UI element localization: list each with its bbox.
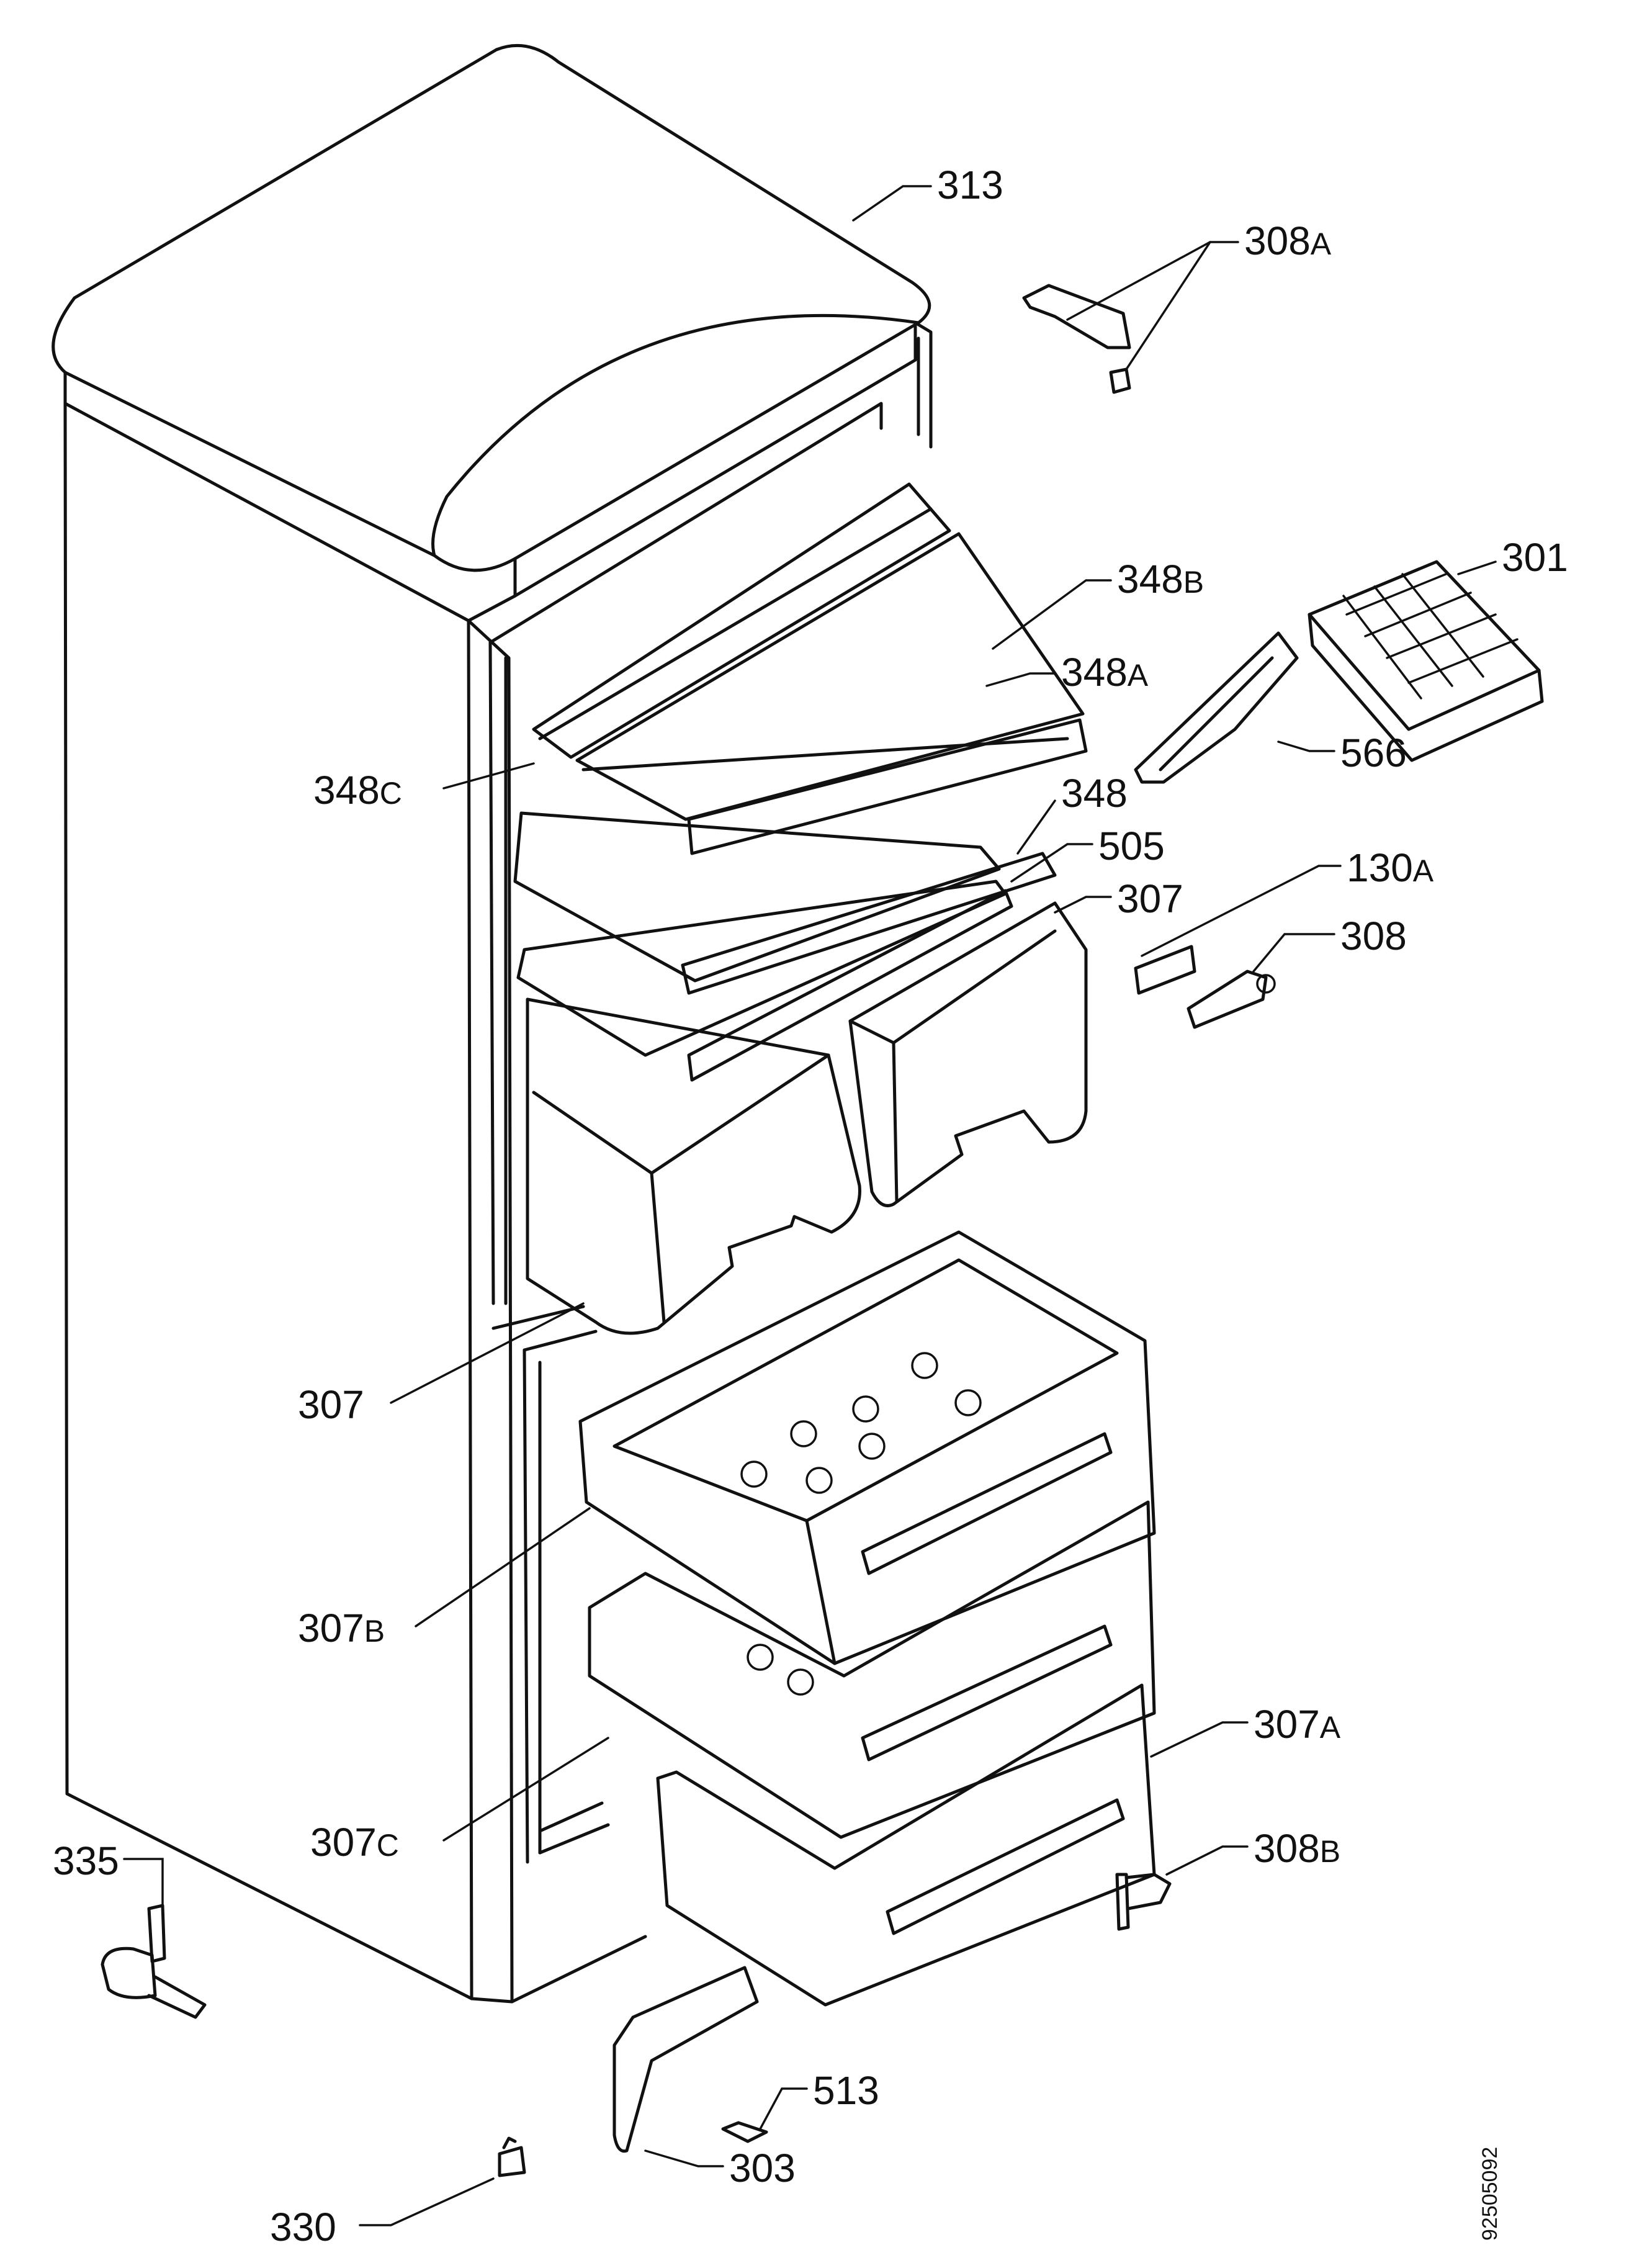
label-307-left: 307	[298, 1382, 364, 1427]
glass-plate-lower	[516, 880, 1007, 1057]
label-308a: 308A	[1244, 218, 1332, 263]
label-313: 313	[937, 163, 1003, 207]
shelf-348b	[532, 482, 951, 759]
label-335: 335	[53, 1838, 119, 1883]
label-308b: 308B	[1254, 1826, 1340, 1871]
label-308: 308	[1340, 914, 1407, 958]
label-130a: 130A	[1347, 845, 1434, 890]
basket-307-right	[848, 901, 1088, 1207]
drawer-307c	[588, 1500, 1156, 1839]
label-348: 348	[1061, 771, 1128, 816]
label-513: 513	[813, 2068, 879, 2113]
drawing-number: 92505092	[1478, 2147, 1502, 2241]
part-labels: 313 308A 301 348B 348A 566 348C 348 505 …	[53, 163, 1568, 2249]
label-348b: 348B	[1117, 557, 1204, 601]
scraper-566	[1134, 631, 1299, 784]
label-307-top: 307	[1117, 876, 1183, 921]
label-307b: 307B	[298, 1606, 385, 1650]
hinge-308	[1187, 970, 1276, 1029]
label-330: 330	[270, 2205, 336, 2249]
label-307a: 307A	[1254, 1702, 1341, 1747]
shelf-348	[513, 811, 1057, 995]
hinge-308a	[1022, 284, 1131, 394]
hinge-335	[101, 1904, 207, 2019]
foot-330	[498, 2136, 526, 2177]
shelf-348c	[687, 718, 1088, 855]
drawer-307a	[656, 1683, 1156, 2007]
label-505: 505	[1098, 824, 1165, 868]
part-513	[721, 2121, 768, 2143]
kick-plate-303	[612, 1966, 759, 2153]
label-303: 303	[729, 2146, 796, 2190]
cabinet-lid	[52, 43, 931, 623]
ice-tray-301	[1308, 560, 1544, 762]
label-566: 566	[1340, 731, 1407, 775]
drawer-307b	[578, 1230, 1156, 1665]
hinge-308b	[1115, 1873, 1172, 1931]
shelf-348a	[575, 532, 1085, 821]
label-307c: 307C	[310, 1820, 399, 1865]
label-348a: 348A	[1061, 650, 1149, 695]
cabinet-body	[63, 321, 933, 2004]
label-301: 301	[1502, 535, 1568, 580]
part-130a	[1134, 945, 1196, 995]
label-348c: 348C	[313, 768, 402, 812]
leader-lines	[123, 185, 1497, 2226]
strip-505	[687, 889, 1013, 1082]
basket-307-left	[526, 997, 861, 1335]
